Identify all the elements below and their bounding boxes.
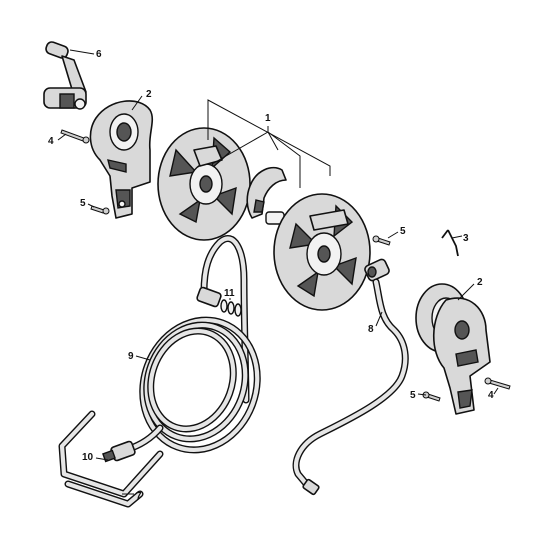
screw-4-right [484,377,511,390]
callout-5-left: 5 [80,198,86,209]
callout-4-right: 4 [488,390,494,401]
retaining-clip [441,229,459,257]
screw-5-left [90,205,110,215]
callout-10: 10 [82,452,94,463]
reel-shell-segment [246,166,287,225]
callout-4-left: 4 [48,136,54,147]
left-reel-disc [157,127,251,241]
right-reel-disc [273,193,371,311]
leader-lines [57,49,499,495]
feed-hose [292,278,409,496]
callout-2-right: 2 [477,277,483,288]
callout-5-right: 5 [410,390,416,401]
swivel-fitting [364,258,390,282]
callout-5-middle: 5 [400,226,406,237]
right-mounting-bracket [415,283,491,415]
callout-1: 1 [265,113,271,124]
callout-2-left: 2 [146,89,152,100]
callout-6: 6 [96,49,102,60]
coiled-hose [114,235,261,456]
nozzle-coupling [102,440,136,463]
callout-8: 8 [368,324,374,335]
callout-11: 11 [224,288,235,299]
screw-5-right [422,391,441,402]
callout-labels: 1 2 2 3 4 4 5 5 5 6 7 8 9 10 11 [48,49,494,502]
callout-9: 9 [128,351,134,362]
screw-5-middle [372,235,391,246]
crank-handle [43,41,87,110]
callout-3: 3 [463,233,469,244]
callout-7: 7 [136,491,142,502]
screw-4-left [60,129,90,144]
left-mounting-bracket [89,100,154,219]
hose-guide [58,410,164,508]
hose-connector-with-o-rings [196,286,242,317]
